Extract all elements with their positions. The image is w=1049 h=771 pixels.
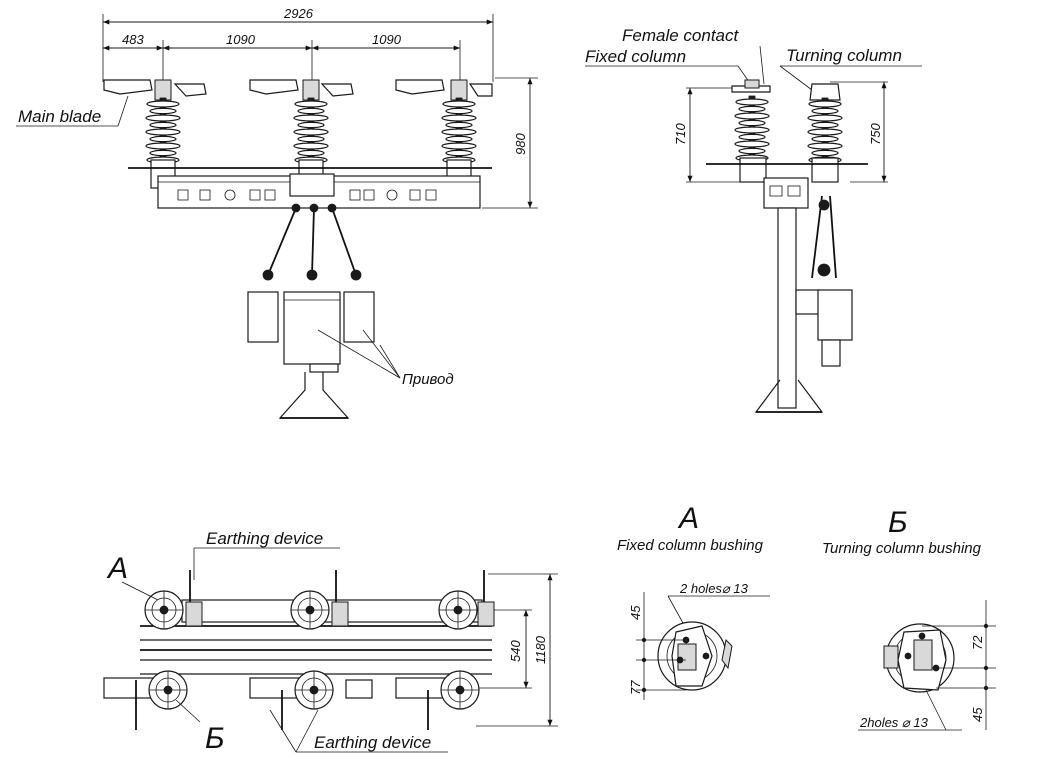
earthing-device-bottom-label: Earthing device (314, 733, 431, 752)
turning-column-label: Turning column (786, 46, 902, 65)
detail-a-letter: A (677, 502, 699, 535)
dim-height-710: 710 (673, 123, 688, 145)
mark-b: Б (205, 722, 225, 755)
dim-b-45: 45 (970, 707, 985, 722)
mark-a: A (106, 552, 128, 585)
dim-b-72: 72 (970, 635, 985, 650)
dim-a-77: 77 (628, 680, 643, 695)
side-view: Female contact Fixed column Turning colu… (585, 26, 922, 413)
plan-view: 540 1180 Earthing de (103, 529, 558, 755)
detail-b: Б Turning column bushing 72 45 2holes ⌀ … (822, 506, 996, 731)
detail-b-holes: 2holes ⌀ 13 (859, 715, 929, 730)
dim-plan-540: 540 (508, 640, 523, 662)
detail-b-letter: Б (888, 506, 908, 539)
detail-a-holes: 2 holes⌀ 13 (679, 581, 749, 596)
dim-height-750: 750 (868, 123, 883, 145)
detail-a: A Fixed column bushing 2 holes⌀ 13 45 77 (617, 502, 770, 700)
dim-a-45: 45 (628, 605, 643, 620)
earthing-device-top-label: Earthing device (206, 529, 323, 548)
main-blade-label: Main blade (18, 107, 101, 126)
drive-label: Привод (402, 371, 454, 388)
dim-span-left: 483 (122, 32, 144, 47)
dim-total-width: 2926 (283, 6, 314, 21)
dim-span-mid: 1090 (226, 32, 256, 47)
front-view: 2926 483 1090 1090 980 (16, 6, 538, 419)
fixed-column-label: Fixed column (585, 47, 686, 66)
dim-plan-1180: 1180 (533, 635, 548, 664)
female-contact-label: Female contact (622, 26, 739, 45)
dim-span-right: 1090 (372, 32, 402, 47)
detail-a-title: Fixed column bushing (617, 537, 764, 554)
detail-b-title: Turning column bushing (822, 540, 982, 557)
dim-height-980: 980 (513, 133, 528, 155)
